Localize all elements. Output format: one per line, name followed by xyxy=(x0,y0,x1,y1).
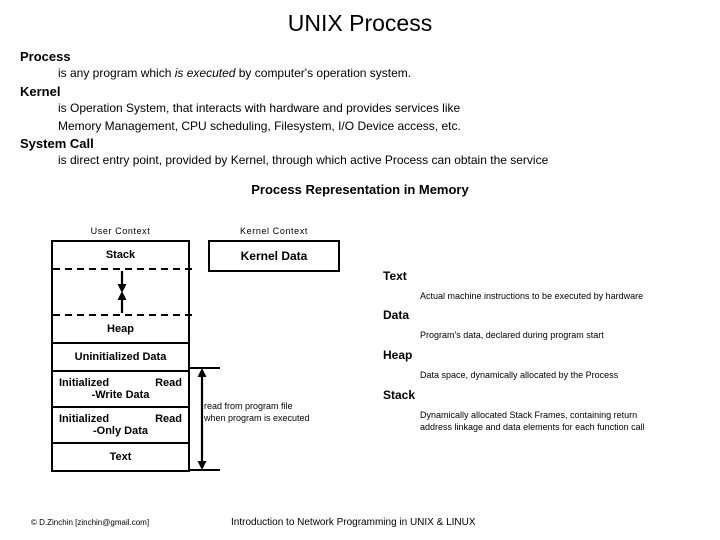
page-title: UNIX Process xyxy=(287,10,433,36)
memory-row-rw-right-label: Read xyxy=(155,377,182,389)
memory-row-rw-line1: Initialized Read xyxy=(53,377,188,389)
glossary-term-heap: Heap xyxy=(383,348,413,362)
footer-copyright: © D.Zinchin [zinchin@gmail.com] xyxy=(31,518,150,527)
memory-row-uninitialized-data: Uninitialized Data xyxy=(53,342,188,370)
footer-course-title: Introduction to Network Programming in U… xyxy=(231,517,476,528)
memory-row-rw-left-label: Initialized xyxy=(59,377,110,389)
definition-desc-process-emphasis: is executed xyxy=(174,66,236,80)
definition-term-process: Process xyxy=(20,49,71,64)
memory-row-initialized-read-only-data: Initialized Read -Only Data xyxy=(53,406,188,442)
memory-row-ro-line2: -Only Data xyxy=(92,425,148,437)
glossary-desc-text: Actual machine instructions to be execut… xyxy=(420,291,644,301)
section-heading: Process Representation in Memory xyxy=(251,182,469,197)
glossary-term-data: Data xyxy=(383,308,410,322)
user-context-memory-box: Stack Heap Uninitialized Data Initialize… xyxy=(51,240,192,472)
memory-row-heap-label: Heap xyxy=(107,323,134,335)
definition-desc-system-call-line1: is direct entry point, provided by Kerne… xyxy=(58,153,549,167)
user-context-caption: User Context xyxy=(90,226,151,236)
definition-desc-kernel-line1: is Operation System, that interacts with… xyxy=(58,101,461,115)
memory-row-uninitialized-data-label: Uninitialized Data xyxy=(74,351,167,363)
program-file-note-line1: read from program file xyxy=(204,401,293,411)
definition-desc-process: is any program which is executed by comp… xyxy=(58,66,411,80)
definition-term-kernel: Kernel xyxy=(20,84,61,99)
glossary-desc-stack-line1: Dynamically allocated Stack Frames, cont… xyxy=(420,410,638,420)
memory-row-gap xyxy=(53,268,188,316)
program-file-note: read from program file when program is e… xyxy=(204,400,310,424)
definition-term-system-call: System Call xyxy=(20,136,94,151)
glossary-desc-data: Program's data, declared during program … xyxy=(420,330,604,340)
program-file-note-line2: when program is executed xyxy=(204,413,310,423)
memory-row-ro-left-label: Initialized xyxy=(59,413,110,425)
memory-row-text-label: Text xyxy=(109,451,132,463)
memory-row-text: Text xyxy=(53,442,188,470)
memory-row-stack-label: Stack xyxy=(105,249,136,261)
glossary-desc-stack: Dynamically allocated Stack Frames, cont… xyxy=(420,409,645,433)
memory-row-heap: Heap xyxy=(53,316,188,342)
definition-desc-kernel-line2: Memory Management, CPU scheduling, Files… xyxy=(58,119,461,133)
memory-row-initialized-read-write-data: Initialized Read -Write Data xyxy=(53,370,188,406)
kernel-context-caption: Kernel Context xyxy=(240,226,308,236)
glossary-term-stack: Stack xyxy=(383,388,416,402)
kernel-data-label: Kernel Data xyxy=(240,249,308,263)
glossary-term-text: Text xyxy=(383,269,407,283)
glossary-desc-stack-line2: address linkage and data elements for ea… xyxy=(420,422,645,432)
definition-desc-process-pre: is any program which xyxy=(58,66,175,80)
memory-row-stack: Stack xyxy=(53,242,188,268)
glossary-desc-heap: Data space, dynamically allocated by the… xyxy=(420,370,619,380)
memory-row-rw-line2: -Write Data xyxy=(91,389,150,401)
program-file-span-bracket xyxy=(190,367,220,471)
memory-row-ro-right-label: Read xyxy=(155,413,182,425)
kernel-data-box: Kernel Data xyxy=(208,240,340,272)
memory-row-ro-line1: Initialized Read xyxy=(53,413,188,425)
definition-desc-process-post: by computer's operation system. xyxy=(235,66,412,80)
